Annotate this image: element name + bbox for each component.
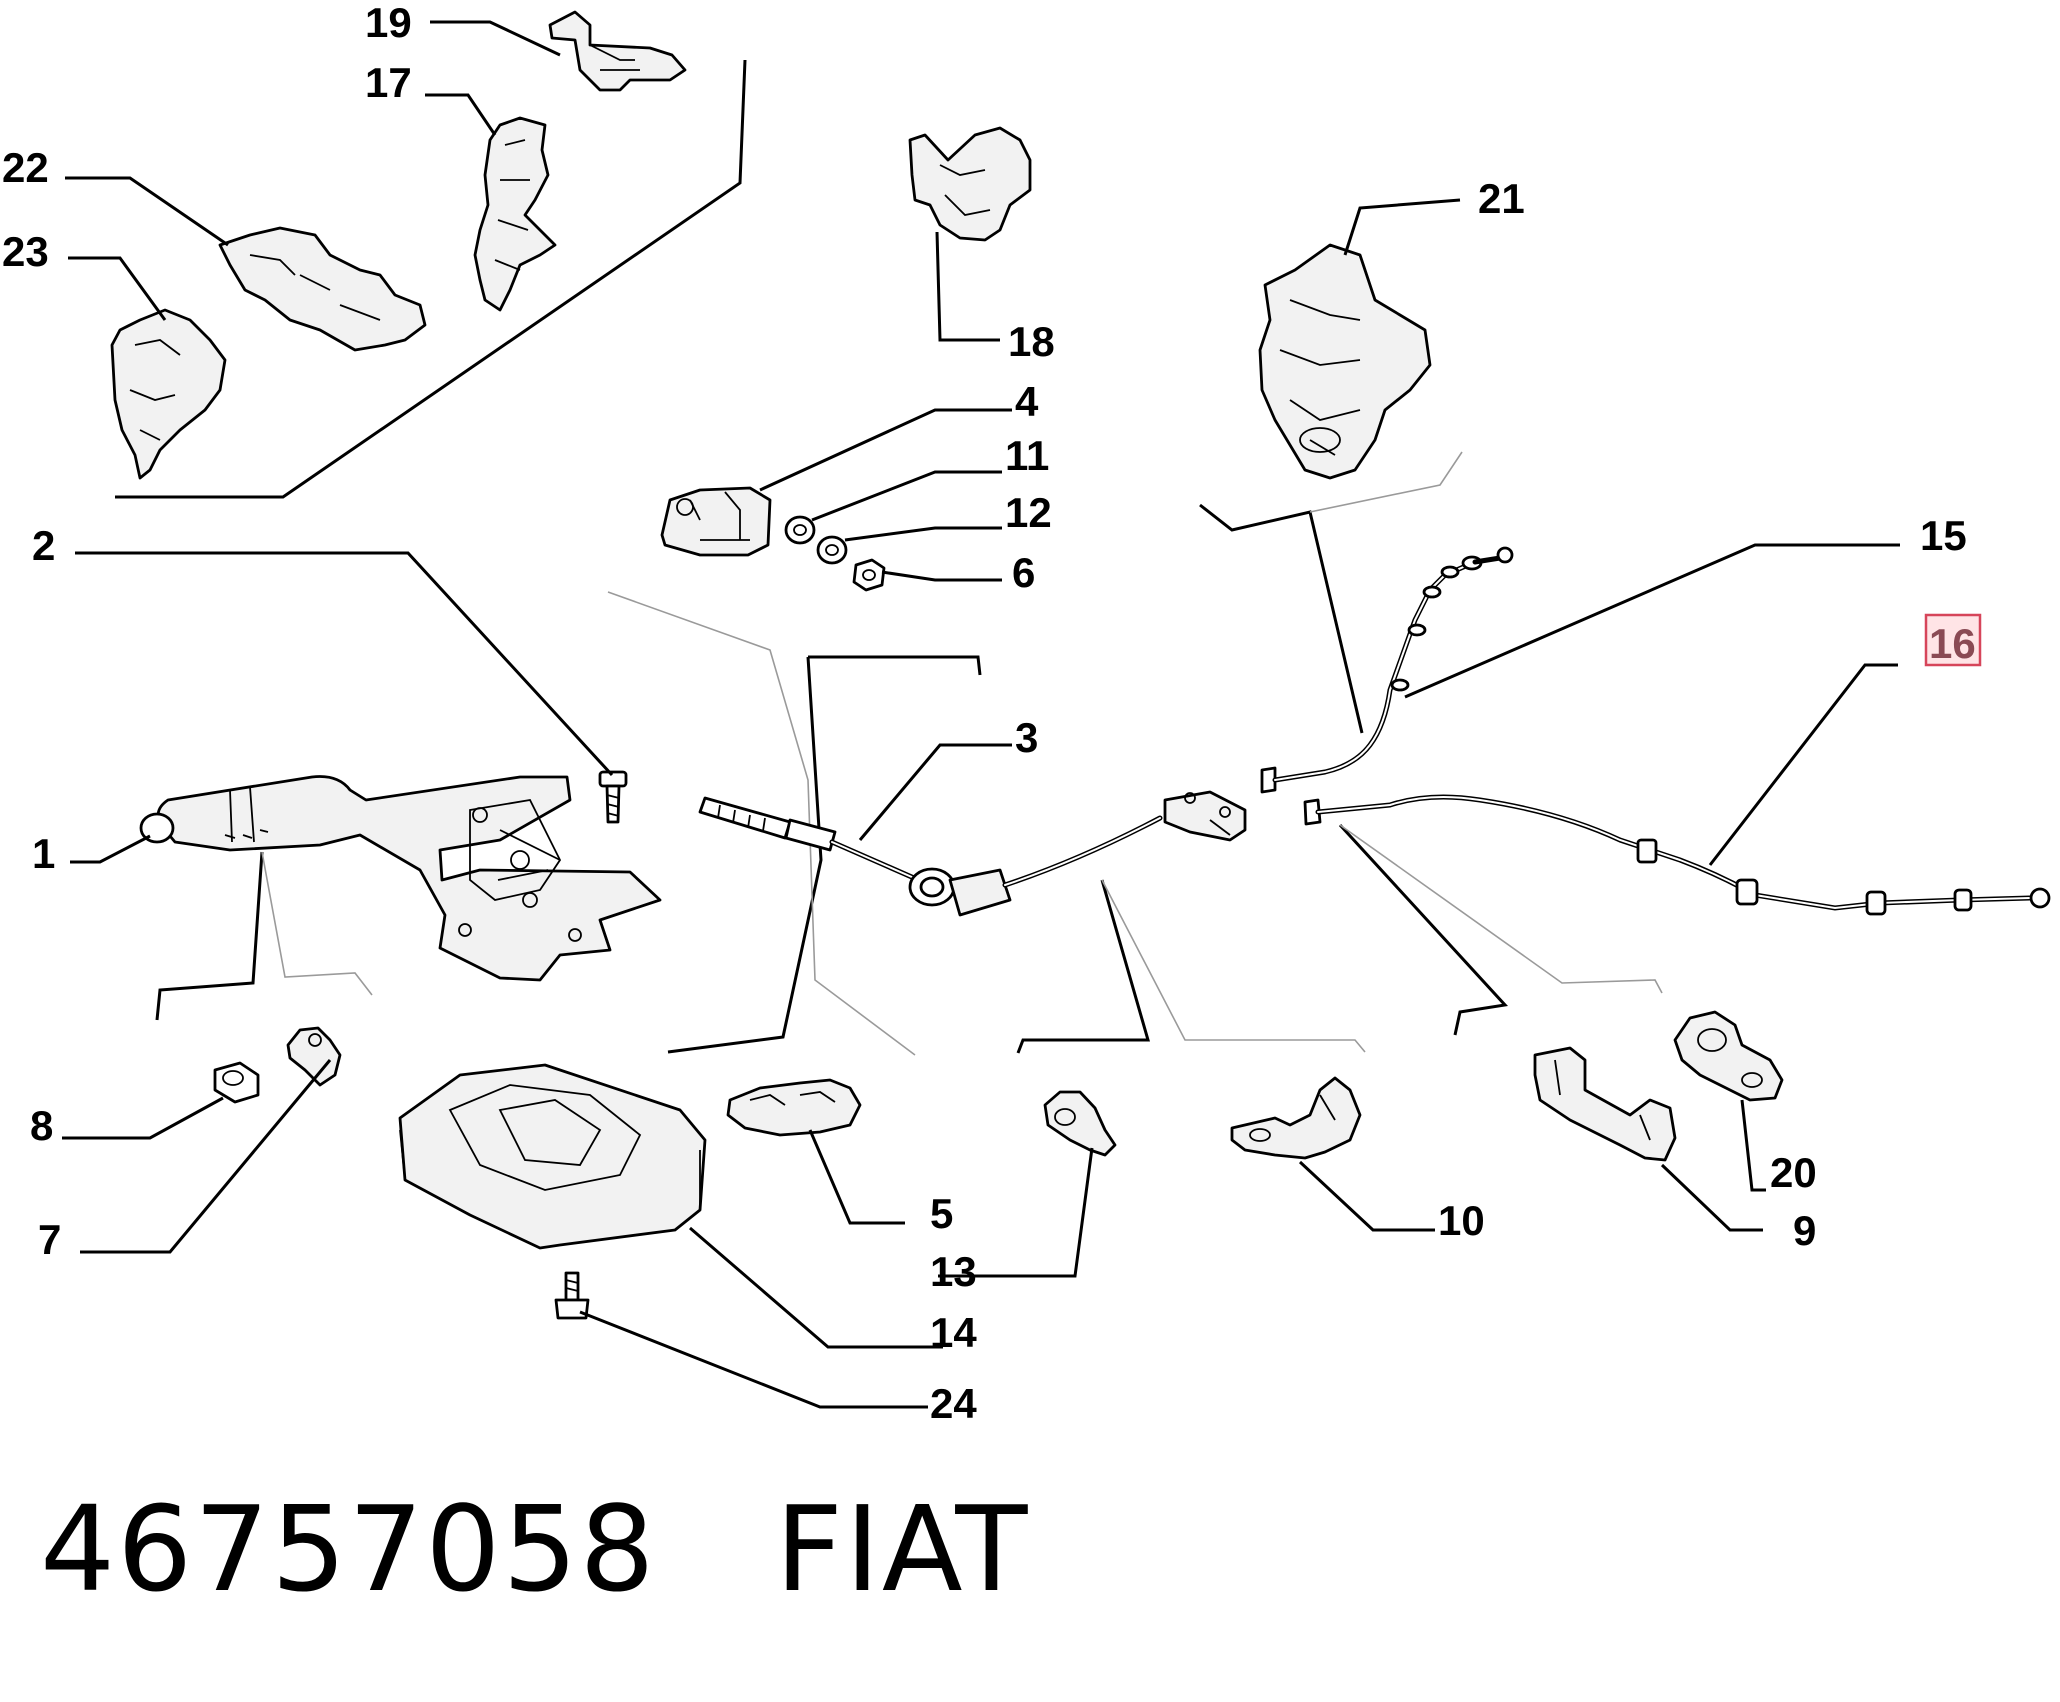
clip-7-part xyxy=(286,1026,342,1087)
group-bracket-center xyxy=(607,591,982,1056)
callout-3: 3 xyxy=(1015,714,1038,761)
washer-11-part xyxy=(784,515,816,545)
clip-13-part xyxy=(1043,1090,1117,1157)
handbrake-lever-part xyxy=(139,775,662,982)
rear-cable-left-part xyxy=(1260,546,1514,794)
callout-5: 5 xyxy=(930,1190,953,1237)
clip-23-part xyxy=(110,308,227,480)
washer-12-part xyxy=(816,535,848,565)
rear-cable-right-part xyxy=(1303,794,2051,916)
clip-17-part xyxy=(473,116,557,312)
callout-13: 13 xyxy=(930,1248,977,1295)
callout-19: 19 xyxy=(365,0,412,46)
callout-15: 15 xyxy=(1920,512,1967,559)
callout-16-highlight xyxy=(1924,613,1982,667)
clip-21-part xyxy=(1258,243,1432,480)
group-bracket-rear-right xyxy=(1338,823,1663,1036)
callout-7: 7 xyxy=(38,1216,61,1263)
callout-16: 16 xyxy=(1929,620,1976,667)
callout-2: 2 xyxy=(32,522,55,569)
callout-11: 11 xyxy=(1005,432,1049,479)
callout-20: 20 xyxy=(1770,1149,1817,1196)
callout-22: 22 xyxy=(2,144,49,191)
callout-23: 23 xyxy=(2,228,49,275)
brand-name: FIAT xyxy=(775,1480,1030,1618)
callout-1: 1 xyxy=(32,830,55,877)
clip-19-part xyxy=(548,10,687,92)
clip-20-part xyxy=(1673,1010,1784,1102)
callout-8: 8 xyxy=(30,1102,53,1149)
clip-22-part xyxy=(218,226,427,352)
front-cable-part xyxy=(698,790,1247,917)
group-bracket-clip-bottom xyxy=(1016,879,1366,1054)
callout-14: 14 xyxy=(930,1309,977,1356)
bracket-10-part xyxy=(1230,1076,1362,1160)
callout-18: 18 xyxy=(1008,318,1055,365)
part-number-caption: 46757058 FIAT xyxy=(40,1480,1029,1618)
callout-9: 9 xyxy=(1793,1207,1816,1254)
nut-6-part xyxy=(852,558,886,592)
callout-12: 12 xyxy=(1005,489,1052,536)
group-bracket-clip21 xyxy=(1199,451,1463,734)
boot-14-part xyxy=(398,1063,707,1250)
callout-21: 21 xyxy=(1478,175,1525,222)
bracket-9-part xyxy=(1533,1046,1677,1162)
screw-24-part xyxy=(554,1271,590,1320)
group-bracket-lever-bottom xyxy=(155,851,373,1021)
leader-lines xyxy=(62,20,1900,1409)
screw-2-part xyxy=(598,770,628,824)
callout-24: 24 xyxy=(930,1380,977,1427)
guide-5-part xyxy=(726,1078,862,1137)
callout-17: 17 xyxy=(365,59,412,106)
part-number: 46757058 xyxy=(40,1480,657,1618)
clip-18-part xyxy=(908,126,1032,242)
callout-labels: 1 2 3 4 11 12 6 19 17 22 23 18 21 15 16 … xyxy=(2,0,1982,1427)
bushing-8-part xyxy=(213,1061,260,1104)
group-bracket-top-left xyxy=(115,59,747,499)
bracket-4-part xyxy=(660,486,772,557)
callout-4: 4 xyxy=(1015,378,1039,425)
callout-6: 6 xyxy=(1012,549,1035,596)
callout-10: 10 xyxy=(1438,1197,1485,1244)
